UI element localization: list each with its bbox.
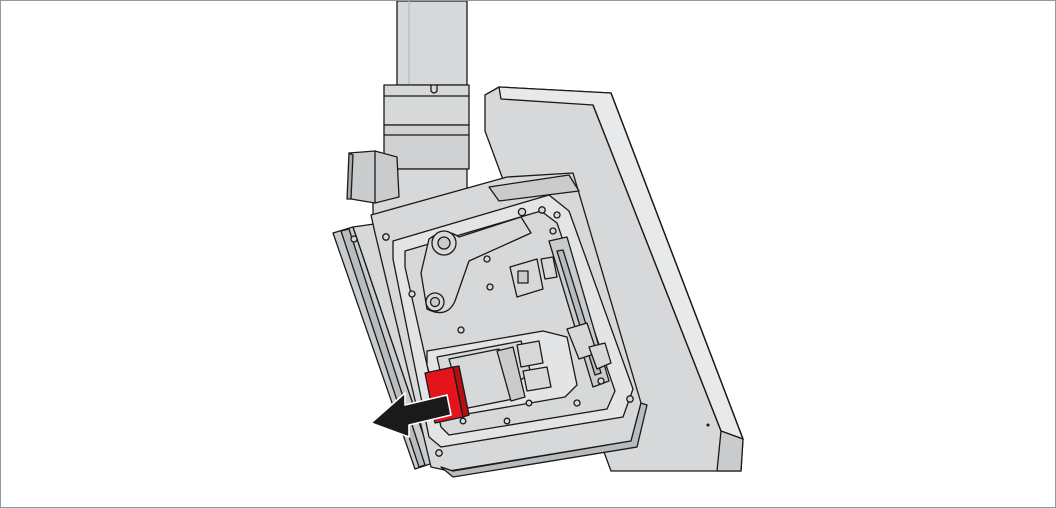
direction-arrow-icon [370,392,452,438]
pivot-bracket [408,216,532,334]
connector-icon [509,236,612,407]
screw-icon [382,206,634,457]
